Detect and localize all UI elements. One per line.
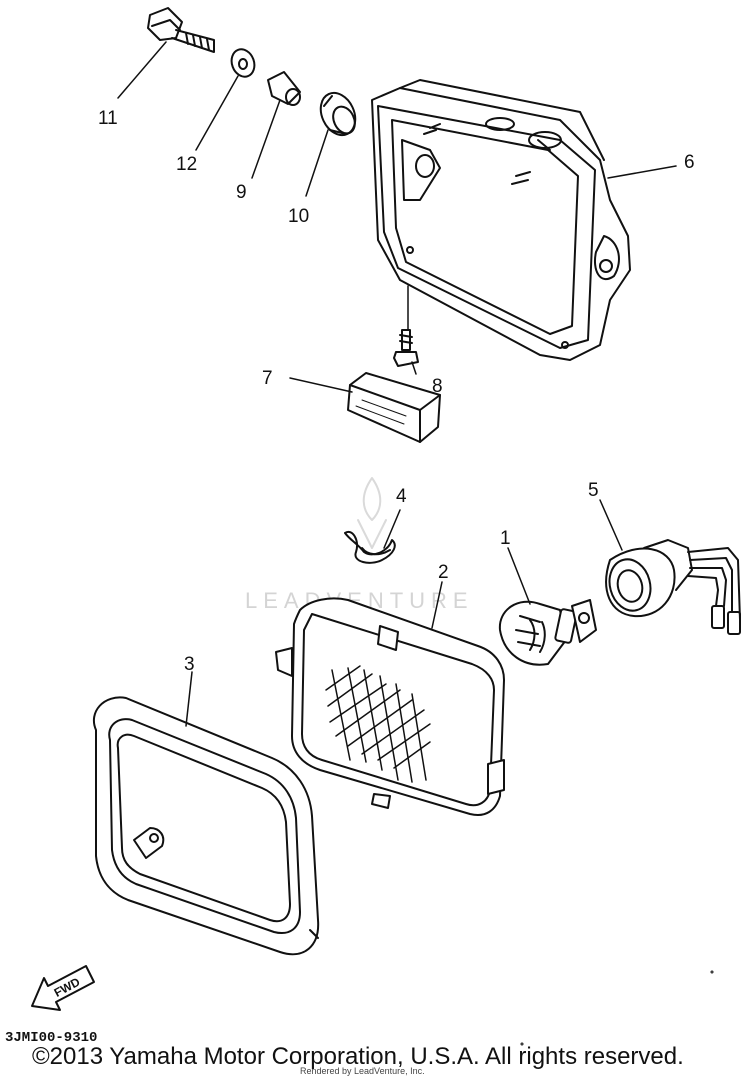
headlight-unit-part-2 (275, 597, 505, 816)
callout-7: 7 (262, 368, 273, 389)
callout-3: 3 (184, 654, 195, 675)
callout-9: 9 (236, 182, 247, 203)
socket-part-5 (605, 539, 741, 635)
housing-part-6 (371, 79, 631, 361)
grommet-part-10 (319, 91, 357, 137)
callout-2: 2 (438, 562, 449, 583)
copyright-notice: ©2013 Yamaha Motor Corporation, U.S.A. A… (32, 1043, 684, 1070)
lens-pattern (325, 665, 431, 783)
rim-part-3 (93, 696, 320, 956)
callout-6: 6 (684, 152, 695, 173)
callout-12: 12 (176, 154, 197, 175)
callout-4: 4 (396, 486, 407, 507)
screw-part-8 (393, 329, 419, 367)
callout-5: 5 (588, 480, 599, 501)
callout-8: 8 (432, 376, 443, 397)
rendered-by-notice: Rendered by LeadVenture, Inc. (300, 1066, 425, 1076)
clip-part-4 (344, 530, 396, 564)
scan-specks (520, 970, 714, 1046)
watermark-logo (357, 477, 387, 549)
bulb-part-1 (498, 599, 597, 666)
block-part-7 (347, 372, 441, 443)
diagram-code: 3JMI00-9310 (5, 1030, 98, 1046)
forward-arrow-icon: FWD (31, 965, 95, 1011)
callout-10: 10 (288, 206, 309, 227)
callout-11: 11 (98, 108, 118, 129)
bolt-part-11 (147, 7, 215, 53)
washer-part-12 (230, 48, 256, 78)
collar-part-9 (267, 71, 301, 106)
callout-1: 1 (500, 528, 511, 549)
leader-lines (117, 41, 677, 727)
